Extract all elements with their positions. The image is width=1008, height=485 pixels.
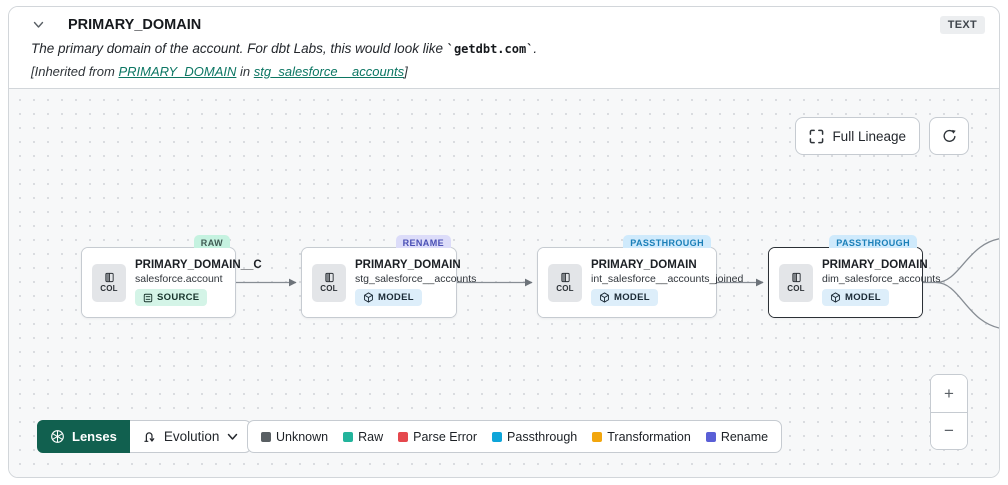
resource-type-tag: MODEL: [591, 289, 658, 306]
node-title: PRIMARY_DOMAIN: [355, 259, 461, 271]
columns-icon: [791, 272, 801, 283]
evolution-icon: [144, 432, 155, 442]
resource-type-tag: SOURCE: [135, 289, 208, 306]
refresh-icon: [943, 129, 956, 142]
legend-swatch: [343, 431, 354, 442]
node-subtitle: stg_salesforce__accounts: [355, 273, 477, 285]
zoom-out-button[interactable]: −: [931, 412, 967, 449]
column-lineage-panel: PRIMARY_DOMAIN TEXT The primary domain o…: [8, 6, 1000, 478]
node-subtitle: salesforce.account: [135, 273, 223, 285]
column-type-badge: TEXT: [939, 16, 985, 34]
legend-swatch: [592, 431, 603, 442]
column-chip: COL: [312, 263, 346, 302]
full-lineage-button[interactable]: Full Lineage: [795, 117, 920, 155]
column-chip: COL: [92, 263, 126, 302]
source-icon: [143, 293, 153, 302]
columns-icon: [560, 272, 570, 283]
legend-item: Passthrough: [492, 430, 577, 444]
lenses-button[interactable]: Lenses: [37, 420, 130, 453]
lineage-node-staging[interactable]: RENAME COL PRIMARY_DOMAIN stg_salesforce…: [301, 235, 477, 318]
legend-item: Rename: [705, 430, 768, 444]
model-cube-icon: [600, 292, 609, 303]
collapse-chevron-icon[interactable]: [31, 19, 46, 31]
legend-item: Parse Error: [398, 430, 477, 444]
inherited-model-link[interactable]: stg_salesforce__accounts: [253, 64, 405, 79]
node-title: PRIMARY_DOMAIN: [591, 259, 697, 271]
inherited-from-line: [Inherited from PRIMARY_DOMAIN in stg_sa…: [31, 64, 408, 79]
lineage-canvas[interactable]: RAW COL PRIMARY_DOMAIN__C salesforce.acc…: [9, 88, 999, 477]
legend-swatch: [261, 431, 271, 442]
node-subtitle: int_salesforce__accounts_joined: [591, 273, 744, 285]
lineage-node-source[interactable]: RAW COL PRIMARY_DOMAIN__C salesforce.acc…: [81, 235, 262, 318]
resource-type-tag: MODEL: [822, 289, 889, 306]
node-title: PRIMARY_DOMAIN: [822, 259, 928, 271]
fullscreen-icon: [810, 129, 824, 143]
column-header: PRIMARY_DOMAIN TEXT The primary domain o…: [9, 7, 999, 88]
legend-swatch: [705, 431, 716, 442]
legend-swatch: [398, 431, 409, 442]
chevron-down-icon: [228, 433, 238, 440]
node-subtitle: dim_salesforce_accounts: [822, 273, 941, 285]
columns-icon: [324, 272, 334, 283]
node-title: PRIMARY_DOMAIN__C: [135, 259, 262, 271]
legend-item: Unknown: [261, 430, 328, 444]
lineage-node-intermediate[interactable]: PASSTHROUGH COL PRIMARY_DOMAIN int_sales…: [537, 235, 744, 318]
model-cube-icon: [831, 292, 840, 303]
zoom-controls: + −: [930, 374, 968, 450]
lens-select-dropdown[interactable]: Evolution: [129, 420, 252, 453]
legend-swatch: [492, 431, 503, 442]
column-title: PRIMARY_DOMAIN: [68, 17, 202, 33]
lineage-node-dim[interactable]: PASSTHROUGH COL PRIMARY_DOMAIN dim_sales…: [768, 235, 941, 318]
resource-type-tag: MODEL: [355, 289, 422, 306]
legend-item: Raw: [343, 430, 383, 444]
lens-legend: Unknown Raw Parse Error Passthrough Tran…: [247, 420, 783, 453]
refresh-button[interactable]: [929, 117, 969, 155]
column-description: The primary domain of the account. For d…: [31, 41, 538, 56]
columns-icon: [104, 272, 114, 283]
zoom-in-button[interactable]: +: [931, 375, 967, 412]
inline-code: `getdbt.com`: [446, 42, 534, 56]
inherited-column-link[interactable]: PRIMARY_DOMAIN: [118, 64, 237, 79]
column-chip: COL: [779, 263, 813, 302]
legend-item: Transformation: [592, 430, 691, 444]
model-cube-icon: [364, 292, 373, 303]
lens-aperture-icon: [51, 430, 64, 443]
column-chip: COL: [548, 263, 582, 302]
